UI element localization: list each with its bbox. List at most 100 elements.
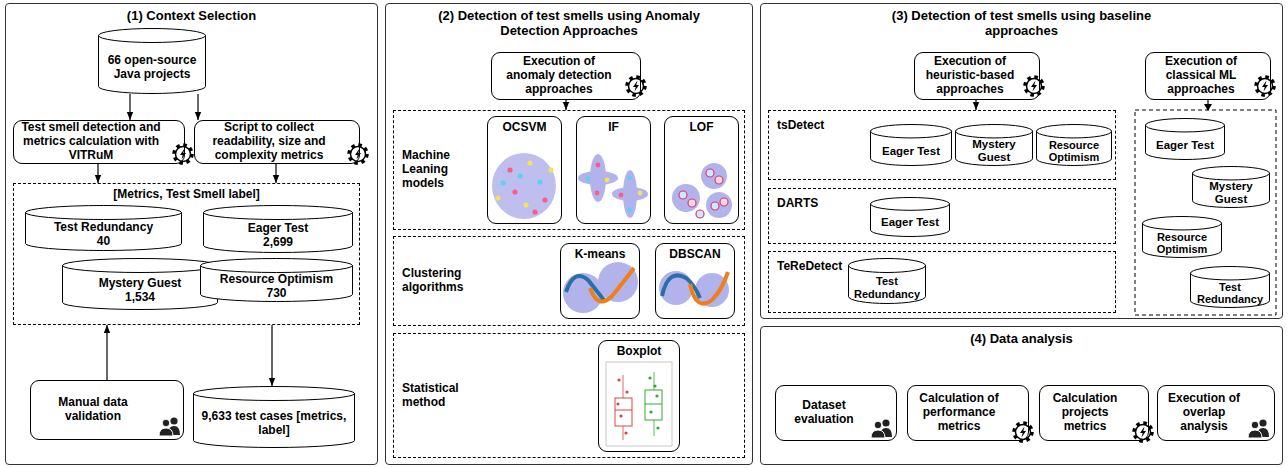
panel-title: (2) Detection of test smells using Anoma… — [419, 9, 719, 39]
group-region: Statistical method Boxplot — [393, 333, 745, 458]
label-text: Execution of heuristic-based approaches — [921, 55, 1019, 96]
label-text: Resource Optimism — [1145, 231, 1219, 256]
label-text: OCSVM — [502, 121, 546, 135]
process-box: Dataset evaluation — [775, 385, 897, 441]
database-cylinder: Test Redundancy — [848, 258, 926, 304]
flow-arrow — [275, 164, 276, 183]
panel: (3) Detection of test smells using basel… — [760, 3, 1283, 319]
label-text: Mystery Guest — [1195, 180, 1267, 206]
label-text: Boxplot — [617, 345, 662, 359]
label-text: Script to collect readability, size and … — [201, 121, 337, 162]
label-text: Dataset evaluation — [782, 399, 866, 427]
database-cylinder: Test Redundancy40 — [25, 205, 182, 251]
isolation-forest-figure — [578, 154, 648, 218]
model-box: Boxplot — [598, 340, 680, 452]
label-text: Execution of classical ML approaches — [1152, 55, 1250, 96]
database-cylinder: 66 open-source Java projects — [98, 28, 206, 94]
panel: (2) Detection of test smells using Anoma… — [385, 3, 753, 465]
label-text: 40 — [97, 235, 110, 249]
gear-icons — [174, 77, 1274, 441]
database-cylinder: 9,633 test cases [metrics, label] — [193, 386, 355, 448]
group-region: Machine Leaning models OCSVM IF LOF — [393, 110, 745, 230]
label-text: 1,534 — [125, 291, 155, 305]
label-text: Test smell detection and metrics calcula… — [20, 121, 162, 162]
label-text: Eager Test — [248, 222, 308, 236]
label-text: IF — [608, 121, 619, 135]
process-box: Execution of classical ML approaches — [1145, 52, 1271, 100]
process-box: Manual data validation — [30, 380, 184, 440]
database-cylinder: Eager Test — [1145, 118, 1225, 160]
label-text: Clustering algorithms — [402, 267, 488, 295]
process-box: Execution of heuristic-based approaches — [914, 52, 1040, 100]
label-text: K-means — [575, 248, 626, 262]
dbscan-figure — [659, 271, 729, 307]
group-region: tsDetectEager Test Mystery Guest Resource … — [768, 110, 1116, 180]
flow-arrow — [129, 94, 130, 120]
group-region: DARTS Eager Test — [768, 188, 1116, 244]
label-text: Mystery Guest — [99, 277, 182, 291]
boxplot-figure — [606, 362, 672, 446]
process-box: Execution of overlap analysis — [1157, 385, 1275, 441]
label-text: Execution of overlap analysis — [1164, 392, 1244, 433]
label-text: DARTS — [777, 197, 818, 211]
database-cylinder: Resource Optimism730 — [200, 258, 353, 302]
kmeans-figure — [563, 262, 638, 313]
database-cylinder: Resource Optimism — [1142, 216, 1222, 258]
flow-arrow — [975, 100, 976, 110]
panel: (1) Context Selection 66 open-source Java… — [5, 3, 378, 465]
process-box: Calculation of performance metrics — [907, 385, 1029, 441]
label-text: Calculation projects metrics — [1046, 392, 1124, 433]
panel-title: (4) Data analysis — [970, 332, 1073, 347]
model-box: LOF — [664, 116, 739, 224]
lof-figure — [672, 163, 732, 218]
flow-arrow — [97, 164, 98, 183]
label-text: 66 open-source Java projects — [101, 54, 203, 82]
panel-title: (1) Context Selection — [127, 9, 256, 24]
label-text: Statistical method — [402, 382, 488, 410]
label-text: Test Redundancy — [54, 221, 153, 235]
database-cylinder: Eager Test — [870, 124, 952, 166]
label-text: Execution of anomaly detection approache… — [498, 55, 620, 96]
database-cylinder: Mystery Guest1,534 — [62, 258, 218, 310]
label-text: tsDetect — [777, 119, 824, 133]
database-cylinder: Test Redundancy — [1190, 266, 1270, 308]
label-text: Eager Test — [881, 216, 939, 229]
process-box: Execution of anomaly detection approache… — [491, 52, 641, 100]
label-text: Resource Optimism — [1039, 139, 1109, 164]
database-cylinder: Eager Test2,699 — [203, 205, 353, 253]
label-text: Eager Test — [1156, 139, 1214, 152]
flow-arrow — [106, 325, 107, 380]
process-box: Test smell detection and metrics calcula… — [13, 120, 185, 164]
label-text: [Metrics, Test Smell label] — [113, 188, 260, 202]
model-box: K-means — [560, 243, 640, 319]
label-text: Test Redundancy — [851, 275, 923, 300]
flow-arrow — [197, 94, 198, 120]
label-text: DBSCAN — [669, 248, 720, 262]
database-cylinder: Resource Optimism — [1036, 124, 1112, 166]
label-text: Eager Test — [882, 145, 940, 158]
label-text: 9,633 test cases [metrics, label] — [196, 410, 352, 438]
database-cylinder: Mystery Guest — [955, 124, 1033, 166]
label-text: Resource Optimism — [220, 273, 333, 287]
process-box: Script to collect readability, size and … — [194, 120, 360, 164]
label-text: 730 — [266, 287, 286, 301]
flow-arrow — [271, 325, 272, 386]
label-text: TeReDetect — [777, 260, 842, 274]
group-region: Clustering algorithms K-means DBSCAN — [393, 236, 745, 326]
label-text: Machine Leaning models — [402, 149, 488, 190]
label-text: Manual data validation — [37, 396, 149, 424]
label-text: Test Redundancy — [1193, 281, 1267, 306]
label-text: LOF — [690, 121, 714, 135]
group-region: [Metrics, Test Smell label] Test Redundan… — [13, 183, 360, 325]
label-text: 2,699 — [263, 236, 293, 250]
flow-arrow — [565, 100, 566, 110]
group-region: TeReDetectTest Redundancy — [768, 251, 1116, 313]
model-box: OCSVM — [487, 116, 562, 224]
ocsvm-figure — [492, 153, 556, 219]
database-cylinder: Mystery Guest — [1192, 166, 1270, 208]
panel: (4) Data analysisDataset evaluation Calcu… — [760, 326, 1283, 465]
database-cylinder: Eager Test — [870, 197, 950, 237]
label-text: Mystery Guest — [958, 138, 1030, 164]
